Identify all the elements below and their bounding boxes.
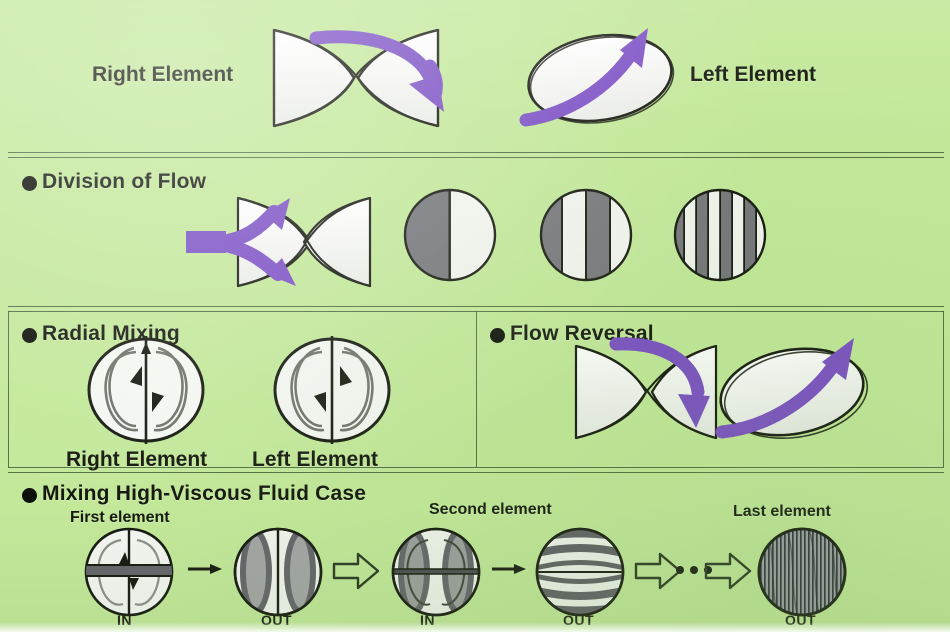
flow-reversal-right-element — [572, 337, 720, 442]
divider-low — [8, 467, 944, 468]
first-element-out-label: OUT — [261, 612, 293, 628]
second-element-out-label: OUT — [563, 612, 595, 628]
striped-disc-2 — [538, 187, 634, 283]
division-of-flow-title-row: Division of Flow — [22, 170, 206, 194]
frame-right — [943, 311, 944, 467]
divider-top-2 — [8, 157, 944, 158]
frame-left — [8, 311, 9, 467]
block-arrow-2 — [634, 551, 682, 591]
last-element-out-disc — [756, 526, 848, 618]
transition-arrow-1 — [188, 562, 222, 576]
divider-vertical — [476, 311, 477, 467]
last-element-caption: Last element — [733, 503, 831, 520]
striped-disc-1 — [402, 187, 498, 283]
left-element-label: Left Element — [690, 63, 817, 86]
radial-mixing-left-label: Left Element — [252, 448, 379, 471]
left-element-figure — [519, 28, 682, 128]
right-element-figure — [268, 26, 444, 130]
striped-disc-3 — [672, 187, 768, 283]
division-element-figure — [186, 196, 372, 288]
bullet-icon — [22, 487, 37, 503]
right-element-label: Right Element — [92, 63, 234, 86]
high-viscous-title-row: Mixing High-Viscous Fluid Case — [22, 482, 366, 506]
radial-mixing-right-label: Right Element — [66, 448, 208, 471]
first-element-in-label: IN — [117, 612, 132, 628]
radial-mixing-right-figure — [86, 336, 206, 444]
second-element-caption: Second element — [429, 501, 552, 518]
last-element-out-label: OUT — [785, 612, 817, 628]
first-element-in-disc — [83, 526, 175, 618]
first-element-out-disc — [232, 526, 324, 618]
divider-top — [8, 152, 944, 153]
divider-mid — [8, 306, 944, 307]
block-arrow-3 — [704, 551, 752, 591]
second-element-in-disc — [390, 526, 482, 618]
radial-mixing-left-figure — [272, 336, 392, 444]
division-of-flow-title: Division of Flow — [42, 170, 207, 193]
block-arrow-1 — [332, 551, 380, 591]
bullet-icon — [22, 327, 37, 343]
second-element-out-disc — [534, 526, 626, 618]
second-element-in-label: IN — [420, 612, 435, 628]
bullet-icon — [490, 327, 505, 343]
divider-low-2 — [8, 472, 944, 473]
bullet-icon — [22, 175, 37, 191]
transition-arrow-2 — [492, 562, 526, 576]
first-element-caption: First element — [70, 509, 170, 526]
ellipsis-indicator — [676, 566, 712, 574]
flow-reversal-left-element — [715, 334, 876, 446]
high-viscous-title: Mixing High-Viscous Fluid Case — [42, 482, 367, 505]
